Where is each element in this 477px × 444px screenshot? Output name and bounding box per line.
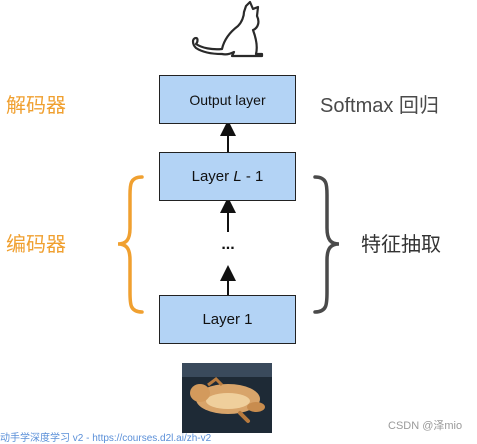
layer-l-minus-1-prefix: Layer (191, 168, 234, 185)
feature-extraction-label: 特征抽取 (361, 234, 441, 256)
csdn-watermark: CSDN @泽mio (388, 420, 463, 432)
layer-1-box: Layer 1 (159, 295, 296, 344)
layer-1-label: Layer 1 (202, 311, 253, 328)
output-layer-box: Output layer (159, 75, 296, 124)
footer-link-text[interactable]: 动手学深度学习 v2 - https://courses.d2l.ai/zh-v… (0, 433, 212, 444)
cat-silhouette-icon (191, 0, 264, 58)
layer-l-minus-1-box: Layer L - 1 (159, 152, 296, 201)
decoder-label: 解码器 (6, 95, 66, 117)
layer-l-variable: L (233, 168, 242, 185)
layer-ellipsis: ... (221, 236, 235, 253)
softmax-label: Softmax 回归 (320, 95, 439, 117)
cat-photo-image (182, 363, 272, 433)
encoder-label: 编码器 (6, 234, 66, 256)
feature-brace (313, 175, 340, 314)
encoder-brace (117, 175, 144, 314)
cat-photo (182, 363, 272, 433)
output-layer-label: Output layer (189, 91, 266, 108)
layer-l-minus-1-suffix: - 1 (241, 168, 264, 185)
